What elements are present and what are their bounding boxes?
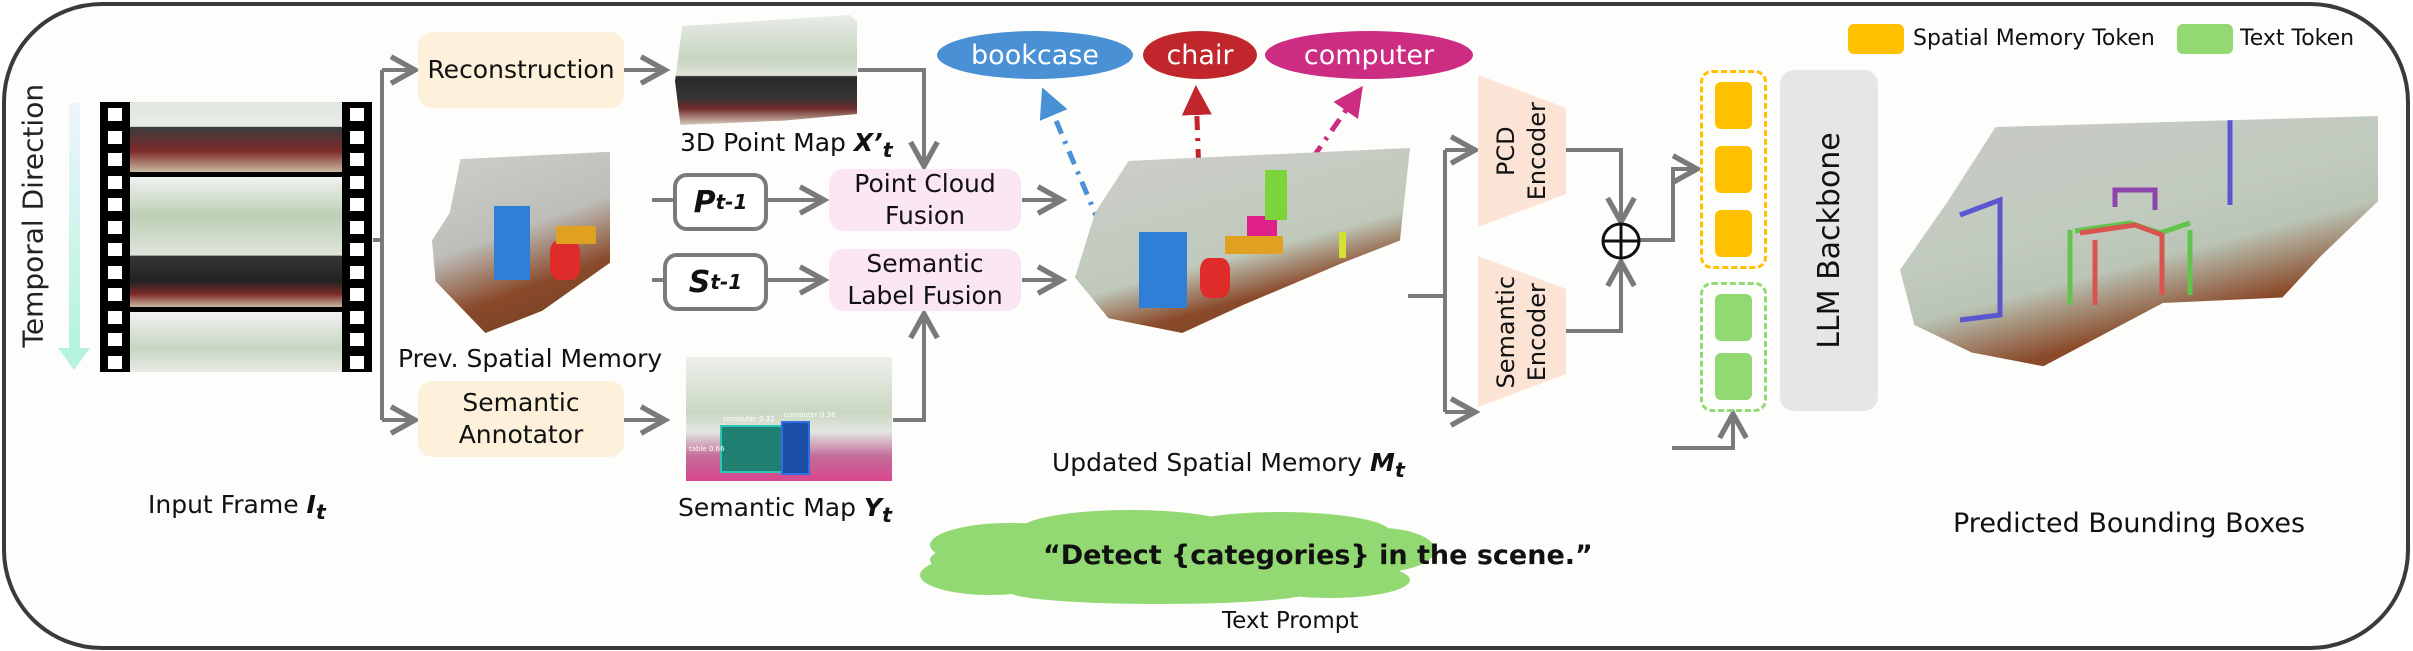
film-hole bbox=[108, 198, 122, 211]
film-hole bbox=[108, 153, 122, 166]
film-hole bbox=[350, 333, 364, 346]
semantic-map-caption: Semantic Map Yt bbox=[678, 493, 892, 527]
spatial-memory-token bbox=[1715, 82, 1752, 129]
text-token bbox=[1715, 353, 1752, 400]
spatial-memory-token bbox=[1715, 210, 1752, 257]
film-hole bbox=[108, 265, 122, 279]
semantic-encoder-shape bbox=[1478, 256, 1566, 407]
bookcase-link bbox=[1039, 87, 1103, 226]
point-map-image bbox=[675, 15, 857, 125]
bookcase-box bbox=[1959, 196, 2003, 323]
detection-label: table 0.66 bbox=[689, 445, 725, 453]
film-hole bbox=[350, 198, 364, 211]
film-hole bbox=[350, 130, 364, 144]
film-hole bbox=[108, 108, 122, 121]
temporal-direction-label: Temporal Direction bbox=[16, 83, 50, 348]
film-hole bbox=[108, 355, 122, 369]
film-hole bbox=[350, 108, 364, 121]
updated-memory-caption: Updated Spatial Memory Mt bbox=[1052, 448, 1405, 482]
film-hole bbox=[350, 355, 364, 369]
text-prompt-caption: Text Prompt bbox=[1222, 608, 1359, 634]
input-frames-filmstrip bbox=[100, 102, 372, 372]
category-chair: chair bbox=[1143, 31, 1257, 79]
film-hole bbox=[350, 175, 364, 189]
chair-link bbox=[1181, 85, 1212, 263]
film-hole bbox=[108, 220, 122, 234]
text-prompt: “Detect {categories} in the scene.” bbox=[1043, 540, 1593, 571]
spatial-memory-token bbox=[1715, 146, 1752, 193]
temporal-arrow-icon bbox=[58, 103, 90, 370]
text-token-group bbox=[1700, 282, 1767, 412]
computer-box bbox=[2112, 187, 2158, 210]
film-hole bbox=[108, 175, 122, 189]
film-hole bbox=[350, 310, 364, 324]
film-hole bbox=[108, 288, 122, 301]
detection-label: computer 0.38 bbox=[784, 411, 836, 419]
legend-swatch-text-token bbox=[2177, 24, 2233, 54]
film-hole bbox=[108, 130, 122, 144]
semantic-map-image: computer 0.32 computer 0.38 table 0.66 bbox=[686, 357, 892, 481]
legend-label-text-token: Text Token bbox=[2240, 26, 2355, 51]
window-box bbox=[2169, 116, 2233, 205]
llm-backbone: LLM Backbone bbox=[1780, 70, 1878, 411]
text-token bbox=[1715, 294, 1752, 341]
category-bookcase: bookcase bbox=[937, 31, 1133, 79]
reconstruction-module: Reconstruction bbox=[418, 32, 624, 108]
category-computer: computer bbox=[1265, 31, 1473, 79]
prev-spatial-memory-caption: Prev. Spatial Memory bbox=[398, 344, 663, 373]
detection-label: computer 0.32 bbox=[723, 415, 775, 423]
sum-operator-icon bbox=[1601, 222, 1641, 260]
spatial-memory-token-group bbox=[1700, 70, 1767, 269]
legend-swatch-spatial-memory bbox=[1848, 24, 1904, 54]
film-hole bbox=[108, 310, 122, 324]
film-hole bbox=[108, 333, 122, 346]
chair-box bbox=[2079, 222, 2165, 295]
film-hole bbox=[108, 243, 122, 256]
point-map-caption: 3D Point Map X’t bbox=[680, 128, 893, 162]
film-hole bbox=[350, 220, 364, 234]
film-hole bbox=[350, 153, 364, 166]
text-prompt-cloud bbox=[920, 510, 1435, 604]
film-hole bbox=[350, 265, 364, 279]
film-hole bbox=[350, 288, 364, 301]
input-frame-caption: Input Frame It bbox=[148, 490, 326, 524]
legend-label-spatial-memory: Spatial Memory Token bbox=[1913, 26, 2155, 51]
predicted-boxes-caption: Predicted Bounding Boxes bbox=[1953, 508, 2306, 539]
pcd-encoder-shape bbox=[1478, 75, 1566, 227]
film-hole bbox=[350, 243, 364, 256]
